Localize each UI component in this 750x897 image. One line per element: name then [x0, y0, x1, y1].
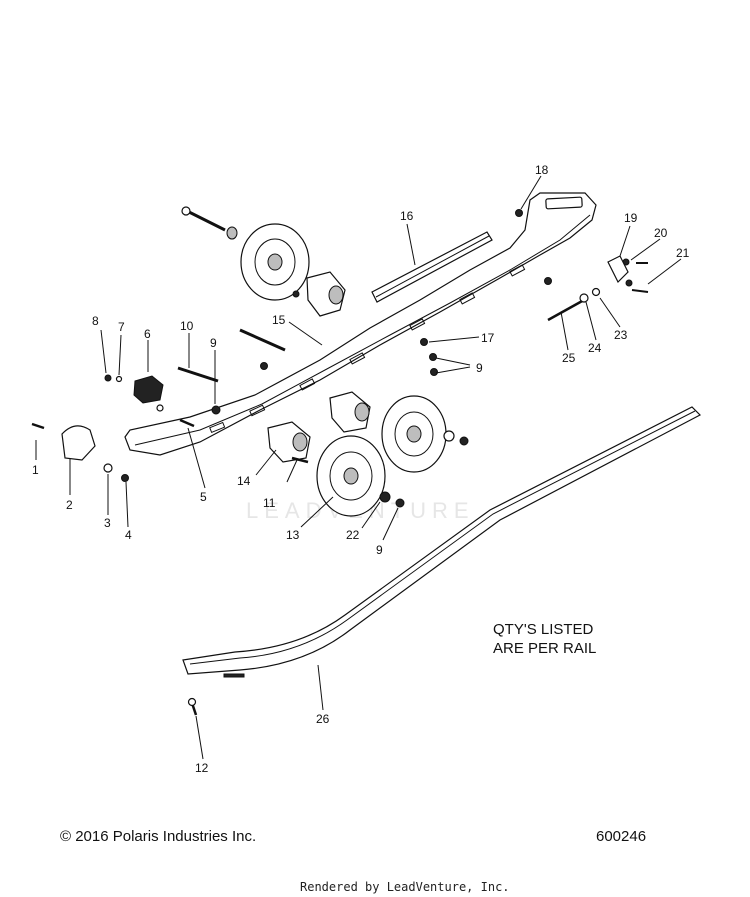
callout-23: 23 [614, 328, 628, 342]
bracket-6 [133, 375, 164, 404]
rendered-by-text: Rendered by LeadVenture, Inc. [300, 880, 510, 894]
callout-labels: 1 2 3 4 5 6 7 8 9 9 9 10 11 12 13 14 15 … [32, 163, 690, 775]
lower-idler-wheel-front [316, 435, 386, 517]
callout-22: 22 [346, 528, 360, 542]
long-bolt [239, 328, 286, 352]
callout-3: 3 [104, 516, 111, 530]
note-line-1: QTY'S LISTED [493, 621, 594, 638]
spacer-14 [267, 421, 311, 463]
callout-16: 16 [400, 209, 414, 223]
hardware [31, 209, 649, 716]
note-line-2: ARE PER RAIL [493, 640, 596, 657]
callout-19: 19 [624, 211, 638, 225]
callout-10: 10 [180, 319, 194, 333]
callout-7: 7 [118, 320, 125, 334]
axle-bolt-upper [181, 206, 238, 240]
callout-4: 4 [125, 528, 132, 542]
callout-26: 26 [316, 712, 330, 726]
callout-15: 15 [272, 313, 286, 327]
callout-1: 1 [32, 463, 39, 477]
lower-idler-wheel-rear [381, 395, 447, 473]
callout-8: 8 [92, 314, 99, 328]
callout-9-right: 9 [476, 361, 483, 375]
axle-bolt-10 [177, 366, 219, 383]
rail-assembly [124, 192, 597, 456]
callout-12: 12 [195, 761, 209, 775]
bumper-block [61, 425, 96, 461]
callout-24: 24 [588, 341, 602, 355]
callout-14: 14 [237, 474, 251, 488]
spacer-upper [306, 271, 346, 317]
callout-17: 17 [481, 331, 495, 345]
upper-idler-wheel [240, 223, 310, 301]
callout-2: 2 [66, 498, 73, 512]
leader-lines [35, 175, 682, 760]
callout-6: 6 [144, 327, 151, 341]
callout-5: 5 [200, 490, 207, 504]
spacer-middle [329, 391, 371, 433]
callout-11: 11 [263, 496, 276, 510]
callout-25: 25 [562, 351, 576, 365]
hyfax-slide [182, 406, 702, 678]
callout-18: 18 [535, 163, 549, 177]
callout-9-bottom: 9 [376, 543, 383, 557]
callout-13: 13 [286, 528, 300, 542]
callout-21: 21 [676, 246, 690, 260]
copyright-text: © 2016 Polaris Industries Inc. [60, 828, 256, 845]
diagram-number: 600246 [596, 828, 646, 845]
callout-9-left: 9 [210, 336, 217, 350]
callout-20: 20 [654, 226, 668, 240]
